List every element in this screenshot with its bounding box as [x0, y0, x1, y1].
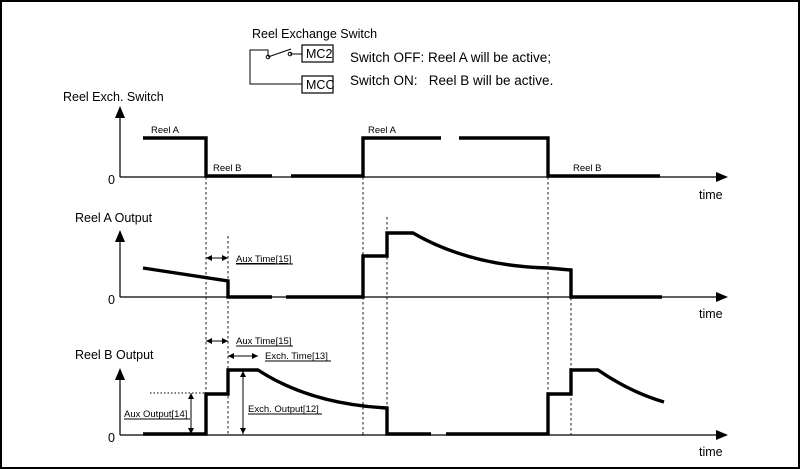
mc2-box	[301, 44, 334, 63]
mcc-label: MCC	[306, 78, 334, 92]
reel-a-zero-label: 0	[108, 293, 115, 307]
switch-reel-a-label-1: Reel A	[151, 125, 180, 136]
panel-switch: Reel Exch. Switch 0 time Reel A Reel B R…	[63, 90, 728, 202]
reel-a-aux-arrow-right	[222, 255, 228, 261]
reel-a-signal-2	[286, 231, 662, 299]
panel-switch-title: Reel Exch. Switch	[63, 90, 164, 104]
reel-a-time-label: time	[699, 307, 723, 321]
switch-signal-1	[143, 136, 272, 178]
reel-b-aux-output-arrow-bottom	[188, 428, 194, 434]
reel-b-aux-time-label: Aux Time[15]	[236, 336, 291, 347]
reel-b-time-label: time	[699, 445, 723, 459]
reel-b-exch-output-label: Exch. Output[12]	[248, 404, 319, 415]
switch-y-arrow	[115, 106, 125, 118]
switch-signal-2	[291, 136, 441, 178]
reel-b-exch-time-label: Exch. Time[13]	[265, 351, 328, 362]
mcc-box	[301, 75, 334, 94]
reel-b-zero-label: 0	[108, 431, 115, 445]
switch-reel-b-label-1: Reel B	[213, 163, 242, 174]
reel-b-x-arrow	[716, 430, 728, 440]
switch-contact-dot-2	[287, 51, 293, 57]
reel-b-exch-output-arrow-top	[240, 371, 246, 377]
legend: Reel Exchange Switch MC2 MCC Switch OFF:…	[249, 27, 553, 94]
panel-reel-b-title: Reel B Output	[75, 348, 154, 362]
reel-a-aux-arrow-left	[206, 255, 212, 261]
reel-b-aux-arrow-left	[206, 338, 212, 344]
switch-signal-3	[459, 136, 660, 178]
reel-b-aux-arrow-right	[222, 338, 228, 344]
legend-title: Reel Exchange Switch	[252, 27, 377, 41]
reel-b-y-arrow	[115, 368, 125, 380]
timing-guides	[205, 172, 572, 436]
switch-contact-dot	[265, 54, 271, 60]
panel-reel-a-title: Reel A Output	[75, 211, 153, 225]
reel-b-exch-arrow-right	[252, 353, 258, 359]
reel-a-x-arrow	[716, 292, 728, 302]
switch-time-label: time	[699, 188, 723, 202]
reel-a-aux-time-label: Aux Time[15]	[236, 254, 291, 265]
switch-wiring	[249, 49, 302, 85]
reel-b-aux-output-label: Aux Output[14]	[124, 409, 187, 420]
reel-b-signal-2	[446, 368, 665, 436]
reel-b-exch-output-arrow-bottom	[240, 428, 246, 434]
switch-zero-label: 0	[108, 173, 115, 187]
mc2-label: MC2	[306, 47, 332, 61]
legend-switch-on: Switch ON: Reel B will be active.	[350, 73, 553, 88]
panel-reel-a: Reel A Output 0 time Aux Time[15]	[75, 211, 728, 321]
reel-b-aux-output-arrow-top	[188, 393, 194, 399]
reel-a-y-arrow	[115, 230, 125, 242]
reel-b-exch-arrow-left	[228, 353, 234, 359]
switch-reel-b-label-2: Reel B	[573, 163, 602, 174]
legend-switch-off: Switch OFF: Reel A will be active;	[350, 50, 551, 65]
switch-x-arrow	[716, 172, 728, 182]
reel-a-signal-1	[142, 266, 272, 299]
switch-blade	[267, 48, 292, 58]
panel-reel-b: Reel B Output 0 time Aux Time[15] Exch. …	[75, 336, 728, 459]
reel-b-signal-1	[143, 368, 431, 436]
switch-reel-a-label-2: Reel A	[368, 125, 397, 136]
